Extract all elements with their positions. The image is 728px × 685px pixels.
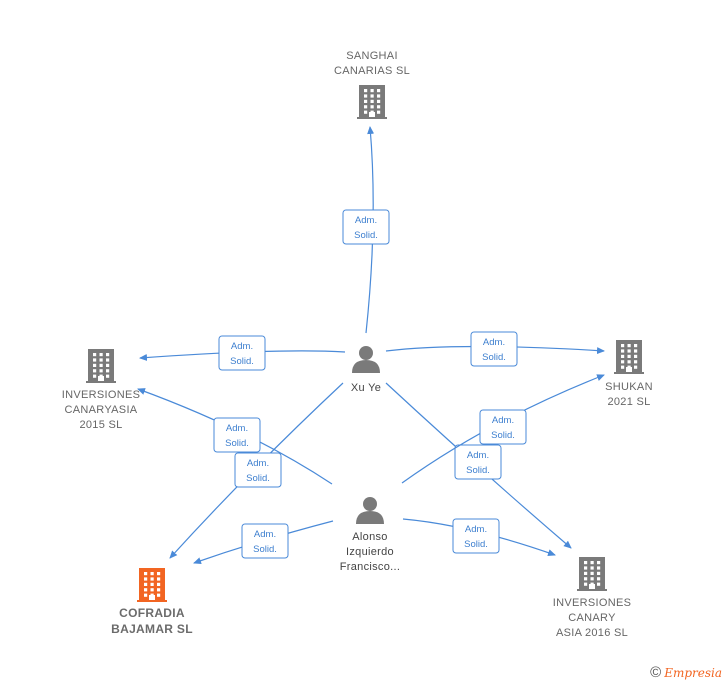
- edges-layer: Adm.Solid.Adm.Solid.Adm.Solid.Adm.Solid.…: [137, 126, 605, 565]
- building-icon: [614, 340, 644, 374]
- edge-label-line: Solid.: [491, 430, 515, 441]
- node-alonso[interactable]: AlonsoIzquierdoFrancisco...: [340, 497, 400, 573]
- building-icon: [86, 349, 116, 383]
- edge-label-box[interactable]: Adm. Solid.: [218, 335, 266, 371]
- node-xuye[interactable]: Xu Ye: [351, 346, 381, 394]
- edge-label-frame: [479, 409, 527, 445]
- edge-label-line: Adm.: [226, 423, 248, 434]
- building-icon: [577, 557, 607, 591]
- node-label-line: Xu Ye: [351, 382, 381, 394]
- edge-xuye-to-canaryasia: Adm. Solid.: [139, 335, 346, 371]
- edge-label-frame: [218, 335, 266, 371]
- edge-label-frame: [452, 518, 500, 554]
- edge-label-box[interactable]: Adm. Solid.: [213, 417, 261, 453]
- edge-label-frame: [241, 523, 289, 559]
- edge-alonso-to-shukan: Adm.Solid.: [401, 374, 605, 484]
- building-icon: [357, 85, 387, 119]
- edge-label-line: Adm.: [465, 524, 487, 535]
- copyright-symbol: ©: [650, 664, 662, 681]
- node-label-line: CANARY: [568, 612, 616, 624]
- edge-label-box[interactable]: Adm. Solid.: [454, 444, 502, 480]
- node-sanghai[interactable]: SANGHAI CANARIAS SL: [334, 50, 410, 119]
- edge-label-frame: [470, 331, 518, 367]
- edge-label-line: Solid.: [466, 465, 490, 476]
- edge-label-box[interactable]: Adm. Solid.: [452, 518, 500, 554]
- node-label-line: COFRADIA: [119, 606, 185, 620]
- edge-label-line: Adm.: [254, 529, 276, 540]
- edge-label-line: Adm.: [492, 415, 514, 426]
- node-label-line: 2021 SL: [607, 396, 650, 408]
- edge-xuye-to-canary2016: Adm.Solid.: [385, 382, 572, 549]
- edge-label-frame: [342, 209, 390, 245]
- edge-label-box[interactable]: Adm. Solid.: [234, 452, 282, 488]
- person-icon: [356, 497, 384, 524]
- edge-label-line: Solid.: [253, 544, 277, 555]
- node-cofradia[interactable]: COFRADIA BAJAMAR SL: [111, 568, 193, 636]
- edge-label-line: Solid.: [230, 356, 254, 367]
- edge-alonso-to-cofradia: Adm. Solid.: [193, 520, 334, 565]
- edge-label-line: Solid.: [464, 539, 488, 550]
- node-shukan[interactable]: SHUKAN 2021 SL: [605, 340, 653, 408]
- edge-label-line: Adm.: [355, 215, 377, 226]
- node-canary2016[interactable]: INVERSIONES CANARY ASIA 2016 SL: [553, 557, 632, 639]
- node-label-line: Francisco...: [340, 561, 400, 573]
- edge-label-line: Adm.: [483, 337, 505, 348]
- footer-copyright: ©Empresia: [650, 664, 722, 681]
- node-label-line: INVERSIONES: [62, 389, 141, 401]
- node-label-line: Alonso: [352, 531, 387, 543]
- node-label-line: INVERSIONES: [553, 597, 632, 609]
- node-label-line: Izquierdo: [346, 546, 394, 558]
- node-label-line: CANARIAS SL: [334, 65, 410, 77]
- edge-alonso-to-canary2016: Adm. Solid.: [402, 518, 556, 556]
- edge-label-box[interactable]: Adm. Solid.: [342, 209, 390, 245]
- edge-xuye-to-cofradia: Adm. Solid.: [169, 382, 344, 559]
- edge-label-line: Solid.: [354, 230, 378, 241]
- node-label-line: BAJAMAR SL: [111, 622, 193, 636]
- edge-label-box[interactable]: Adm. Solid.: [241, 523, 289, 559]
- node-label-line: 2015 SL: [79, 419, 122, 431]
- building-icon: [137, 568, 167, 602]
- edge-xuye-to-sanghai: Adm. Solid.: [342, 126, 390, 334]
- nodes-layer: SANGHAI CANARIAS SL INVERSIONES CANARYASIA 2…: [62, 50, 653, 639]
- edge-xuye-to-shukan: Adm. Solid.: [385, 331, 605, 367]
- edge-label-line: Solid.: [482, 352, 506, 363]
- edge-label-box[interactable]: Adm. Solid.: [470, 331, 518, 367]
- edge-label-frame: [454, 444, 502, 480]
- node-canaryasia[interactable]: INVERSIONES CANARYASIA 2015 SL: [62, 349, 141, 431]
- edge-label-line: Adm.: [231, 341, 253, 352]
- node-label-line: ASIA 2016 SL: [556, 627, 628, 639]
- edge-alonso-to-canaryasia: Adm. Solid.: [137, 388, 333, 485]
- edge-label-line: Adm.: [247, 458, 269, 469]
- person-icon: [352, 346, 380, 373]
- node-label-line: SANGHAI: [346, 50, 398, 62]
- node-label-line: SHUKAN: [605, 381, 653, 393]
- edge-label-line: Solid.: [225, 438, 249, 449]
- edge-label-frame: [213, 417, 261, 453]
- brand-logo: Empresia: [664, 666, 722, 680]
- edge-label-box[interactable]: Adm. Solid.: [479, 409, 527, 445]
- node-label-line: CANARYASIA: [65, 404, 138, 416]
- edge-label-line: Adm.: [467, 450, 489, 461]
- edge-label-frame: [234, 452, 282, 488]
- edge-label-line: Solid.: [246, 473, 270, 484]
